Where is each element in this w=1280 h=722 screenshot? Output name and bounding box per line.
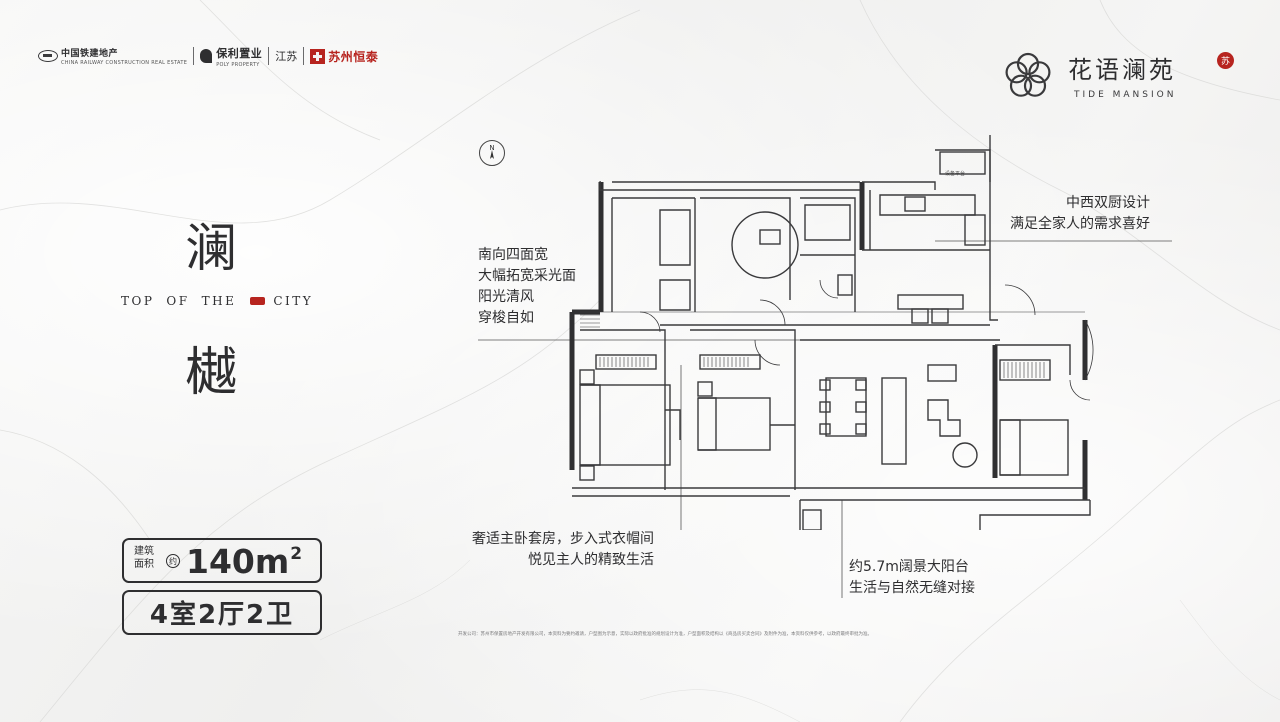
logo-divider: [268, 47, 270, 65]
annotation-line: 穿梭自如: [478, 310, 534, 326]
crcc-logo: 中国铁建地产 CHINA RAILWAY CONSTRUCTION REAL E…: [38, 46, 187, 66]
compass-icon: N: [479, 140, 505, 166]
area-label-line-2: 面积: [134, 559, 154, 570]
hengtai-logo-icon: [310, 48, 326, 64]
tagline-word-3: THE: [201, 294, 237, 308]
hengtai-logo: 苏州恒泰: [310, 48, 378, 65]
annotation-kitchen: 中西双厨设计 满足全家人的需求喜好: [1010, 193, 1150, 235]
area-box: 建筑 面积 约 140m2: [122, 538, 322, 583]
tagline-word-1: TOP: [121, 294, 155, 308]
area-number: 140m: [186, 542, 290, 581]
tagline: TOP OF THE CITY: [121, 293, 321, 309]
annotation-line: 生活与自然无缝对接: [849, 580, 975, 596]
tagline-word-2: OF: [166, 294, 190, 308]
annotation-master: 奢适主卧套房，步入式衣帽间 悦见主人的精致生活: [472, 529, 654, 571]
logo-divider: [303, 47, 305, 65]
area-label-line-1: 建筑: [134, 546, 154, 557]
poly-logo: 保利置业 POLY PROPERTY 江苏: [200, 45, 297, 68]
project-brand: 花语澜苑 苏 TIDE MANSION: [1002, 50, 1242, 104]
crcc-name: 中国铁建地产: [61, 49, 119, 59]
title-char-1: 澜: [185, 219, 238, 279]
project-name: 花语澜苑: [1068, 56, 1176, 84]
developer-logos: 中国铁建地产 CHINA RAILWAY CONSTRUCTION REAL E…: [38, 44, 378, 68]
area-approx-badge: 约: [166, 554, 180, 568]
annotation-line: 悦见主人的精致生活: [528, 552, 654, 568]
logo-divider: [193, 47, 195, 65]
poly-region: 江苏: [275, 50, 298, 63]
flower-logo-icon: [1005, 52, 1051, 97]
annotation-line: 满足全家人的需求喜好: [1010, 216, 1150, 232]
area-label: 建筑 面积: [129, 545, 159, 571]
annotation-line: 大幅拓宽采光面: [478, 268, 576, 284]
area-superscript: 2: [290, 544, 303, 564]
annotation-line: 南向四面宽: [478, 247, 548, 263]
annotation-balcony: 约5.7m阔景大阳台 生活与自然无缝对接: [849, 557, 975, 599]
room-layout: 4室2厅2卫: [122, 590, 322, 635]
equipment-platform-label: 设备平台: [945, 170, 965, 177]
floor-plan-outer-walls: [569, 182, 1088, 500]
annotation-south: 南向四面宽 大幅拓宽采光面 阳光清风 穿梭自如: [478, 245, 576, 329]
area-value: 140m2: [186, 542, 302, 581]
project-english-name: TIDE MANSION: [1074, 90, 1177, 100]
floor-plan: 设备平台: [569, 135, 1094, 530]
crcc-logo-icon: [38, 50, 58, 62]
annotation-line: 约5.7m阔景大阳台: [849, 559, 969, 575]
disclaimer: 开发公司：苏州市保置房地产开发有限公司，本资料为要约邀请，户型图为示意，实际以政…: [458, 632, 872, 637]
poly-sub: POLY PROPERTY: [216, 61, 260, 68]
title-char-2: 樾: [185, 343, 238, 403]
tagline-word-4: CITY: [273, 294, 314, 308]
poly-logo-icon: [200, 49, 213, 63]
annotation-line: 奢适主卧套房，步入式衣帽间: [472, 531, 654, 547]
tagline-seal-icon: [250, 297, 266, 305]
wardrobe-hatch: [580, 314, 1045, 378]
hengtai-name: 苏州恒泰: [328, 49, 379, 64]
project-seal: 苏: [1217, 52, 1234, 69]
poly-name: 保利置业: [216, 46, 263, 60]
compass-north-label: N: [489, 144, 495, 152]
crcc-sub: CHINA RAILWAY CONSTRUCTION REAL ESTATE: [61, 60, 188, 66]
annotation-line: 中西双厨设计: [1066, 195, 1150, 211]
annotation-line: 阳光清风: [478, 289, 534, 305]
